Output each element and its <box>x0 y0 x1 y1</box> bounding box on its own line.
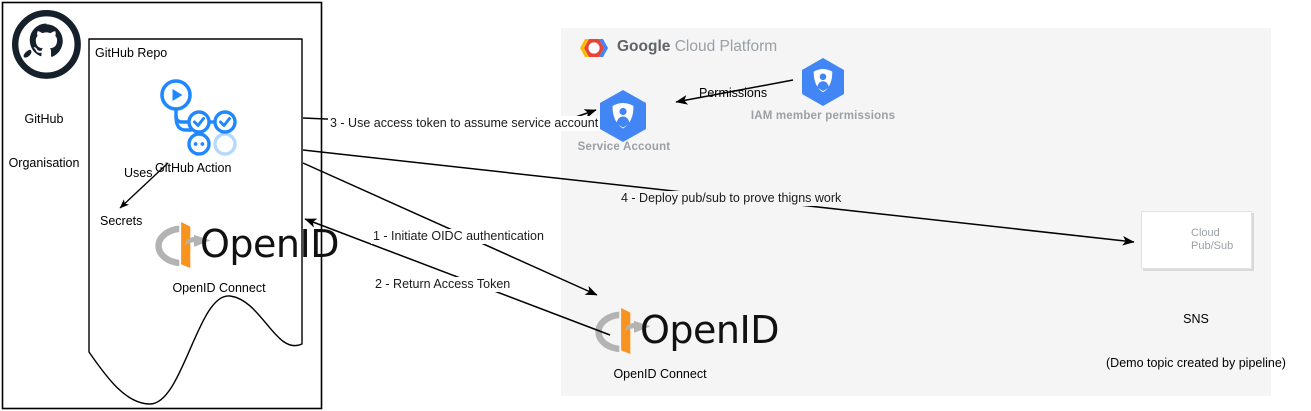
github-action-label: GitHub Action <box>155 161 232 175</box>
gcp-brand-text: Google Cloud Platform <box>617 38 777 56</box>
openid-connect-label-gcp: OpenID Connect <box>613 367 707 381</box>
openid-wordmark-text-github: OpenID <box>200 222 339 266</box>
openid-wordmark-gcp: OpenID <box>640 308 779 352</box>
gcp-brand-light: Cloud Platform <box>670 38 778 55</box>
flow-label-2: 2 - Return Access Token <box>373 277 513 292</box>
github-organisation-label-line1: GitHub <box>24 111 64 126</box>
gcp-brand: Google Cloud Platform <box>576 36 777 58</box>
iam-member-permissions-label: IAM member permissions <box>750 110 896 122</box>
github-organisation-label: GitHub Organisation <box>9 82 80 200</box>
flow-label-4: 4 - Deploy pub/sub to prove thigns work <box>619 191 844 206</box>
cloud-pubsub-icon-slot <box>1152 223 1184 257</box>
openid-connect-label-github: OpenID Connect <box>172 281 266 295</box>
cloud-pubsub-label: Cloud Pub/Sub <box>1191 226 1234 252</box>
secrets-label: Secrets <box>100 214 143 228</box>
edge-label-uses: Uses <box>124 166 153 180</box>
edge-uses <box>119 162 169 209</box>
google-cloud-logo-slot <box>576 36 608 58</box>
edge-label-permissions: Permissions <box>699 86 768 100</box>
github-repo-box <box>88 38 303 405</box>
openid-wordmark-text-gcp: OpenID <box>640 308 779 352</box>
flow-label-3: 3 - Use access token to assume service a… <box>328 116 601 131</box>
google-cloud-logo <box>580 39 608 57</box>
service-account-icon <box>600 90 646 142</box>
flow-label-1: 1 - Initiate OIDC authentication <box>371 229 546 244</box>
openid-logo-github <box>155 222 211 268</box>
openid-logo-gcp <box>595 308 651 354</box>
github-actions-icon <box>160 79 237 156</box>
iam-member-permissions-icon <box>802 58 844 106</box>
sns-caption: SNS (Demo topic created by pipeline) <box>1106 282 1286 400</box>
github-logo <box>12 10 81 79</box>
gcp-brand-bold: Google <box>617 38 671 55</box>
sns-caption-line2: (Demo topic created by pipeline) <box>1106 355 1286 370</box>
cloud-pubsub-card: Cloud Pub/Sub <box>1141 211 1252 269</box>
github-organisation-label-line2: Organisation <box>8 155 80 170</box>
service-account-label: Service Account <box>577 141 671 153</box>
openid-wordmark-github: OpenID <box>200 222 339 266</box>
github-repo-title: GitHub Repo <box>95 46 168 60</box>
edge-permissions <box>675 79 794 105</box>
sns-caption-line1: SNS <box>1183 311 1209 326</box>
